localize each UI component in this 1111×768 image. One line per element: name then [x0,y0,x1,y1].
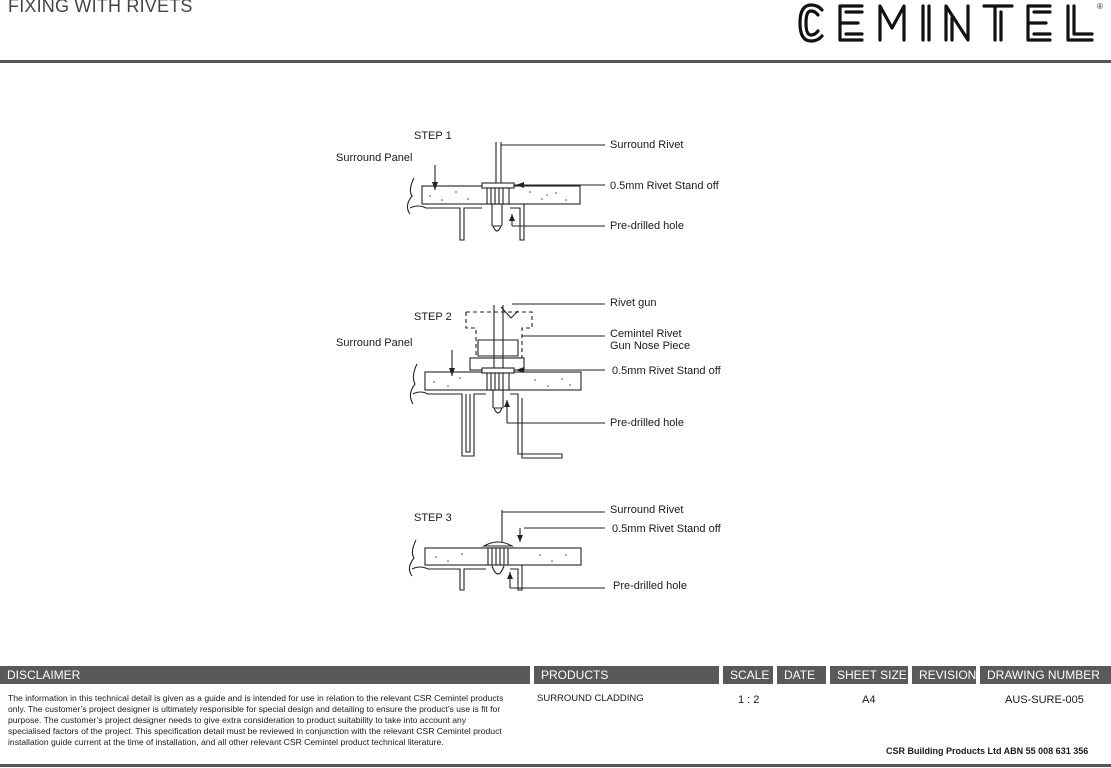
disclaimer-header: DISCLAIMER [0,666,530,684]
step-2-label: STEP 2 [414,311,452,323]
drawing-number-header: DRAWING NUMBER [980,666,1111,684]
step-3-standoff-label: 0.5mm Rivet Stand off [612,523,721,535]
step-2-cemintel-rivet-label: Cemintel Rivet [610,328,682,340]
disclaimer-text: The information in this technical detail… [8,693,504,747]
step-1-surround-panel-label: Surround Panel [336,152,413,164]
products-header: PRODUCTS [534,666,719,684]
step-3-label: STEP 3 [414,512,452,524]
step-3-drawing [408,510,605,591]
header-rule [0,60,1111,63]
step-2-drawing [409,303,605,459]
rivet-fixing-diagram [406,142,605,591]
step-2-standoff-label: 0.5mm Rivet Stand off [612,365,721,377]
step-3-predrilled-label: Pre-drilled hole [613,580,687,592]
date-header: DATE [777,666,826,684]
step-1-standoff-label: 0.5mm Rivet Stand off [610,180,719,192]
registered-mark: ® [1097,2,1103,11]
revision-header: REVISION [912,666,976,684]
step-2-predrilled-label: Pre-drilled hole [610,417,684,429]
cemintel-logo [798,3,1094,43]
step-1-predrilled-label: Pre-drilled hole [610,220,684,232]
step-2-nose-piece-label: Gun Nose Piece [610,340,691,352]
scale-header: SCALE [723,666,773,684]
page-title: FIXING WITH RIVETS [8,0,193,16]
sheet-size-header: SHEET SIZE [830,666,908,684]
drawing-number-value: AUS-SURE-005 [1005,694,1084,706]
footer-rule [0,764,1111,767]
step-2-rivet-gun-label: Rivet gun [610,297,657,309]
scale-value: 1 : 2 [738,694,760,706]
company-abn: CSR Building Products Ltd ABN 55 008 631… [886,746,1089,756]
sheet-size-value: A4 [862,694,876,706]
step-1-label: STEP 1 [414,130,452,142]
step-3-surround-rivet-label: Surround Rivet [610,504,684,516]
step-2-surround-panel-label: Surround Panel [336,337,413,349]
products-value: SURROUND CLADDING [537,693,644,704]
step-1-drawing [406,142,605,241]
step-1-surround-rivet-label: Surround Rivet [610,139,684,151]
